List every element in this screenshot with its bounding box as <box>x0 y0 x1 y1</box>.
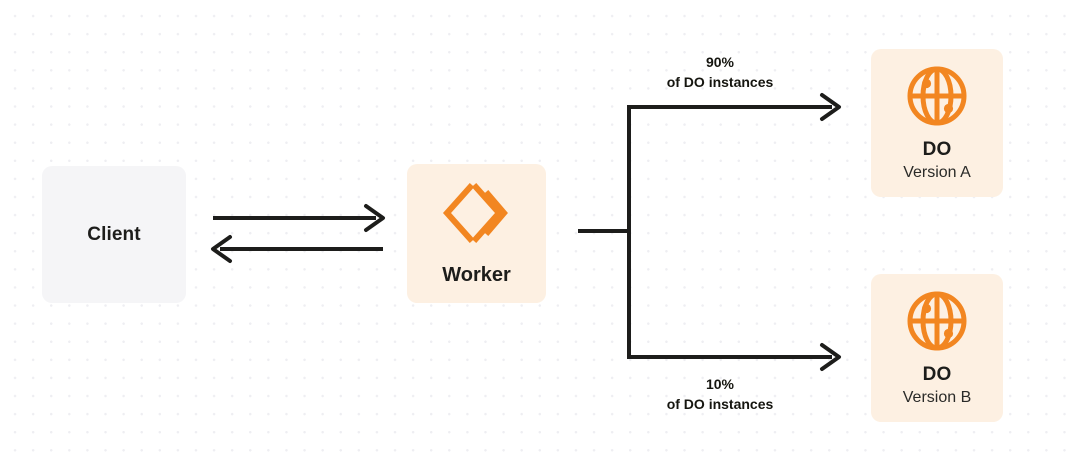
node-worker-label: Worker <box>442 264 511 286</box>
edge-label-do-b: 10% of DO instances <box>623 374 817 415</box>
durable-object-globe-icon <box>906 65 968 127</box>
node-client[interactable]: Client <box>42 166 186 303</box>
edge-worker-to-do-b <box>627 343 841 371</box>
edge-label-do-b-description: of DO instances <box>666 396 774 413</box>
edge-worker-to-do-a <box>627 93 841 121</box>
durable-object-globe-icon <box>906 290 968 352</box>
node-do-b-sublabel: Version B <box>902 388 972 406</box>
edge-label-do-a-description: of DO instances <box>666 74 774 91</box>
node-do-version-b[interactable]: DO Version B <box>871 274 1003 422</box>
edge-label-do-a-percent: 90% <box>705 54 735 70</box>
workers-chevron-icon <box>442 180 512 246</box>
node-do-version-a[interactable]: DO Version A <box>871 49 1003 197</box>
node-do-b-label: DO <box>922 363 952 385</box>
node-worker[interactable]: Worker <box>407 164 546 303</box>
edge-client-to-worker <box>213 204 385 232</box>
edge-label-do-b-percent: 10% <box>705 376 735 392</box>
edge-label-do-a: 90% of DO instances <box>623 52 817 93</box>
node-do-a-sublabel: Version A <box>903 163 971 181</box>
node-client-label: Client <box>87 223 141 245</box>
edge-worker-to-client <box>211 235 383 263</box>
node-do-a-label: DO <box>922 138 952 160</box>
